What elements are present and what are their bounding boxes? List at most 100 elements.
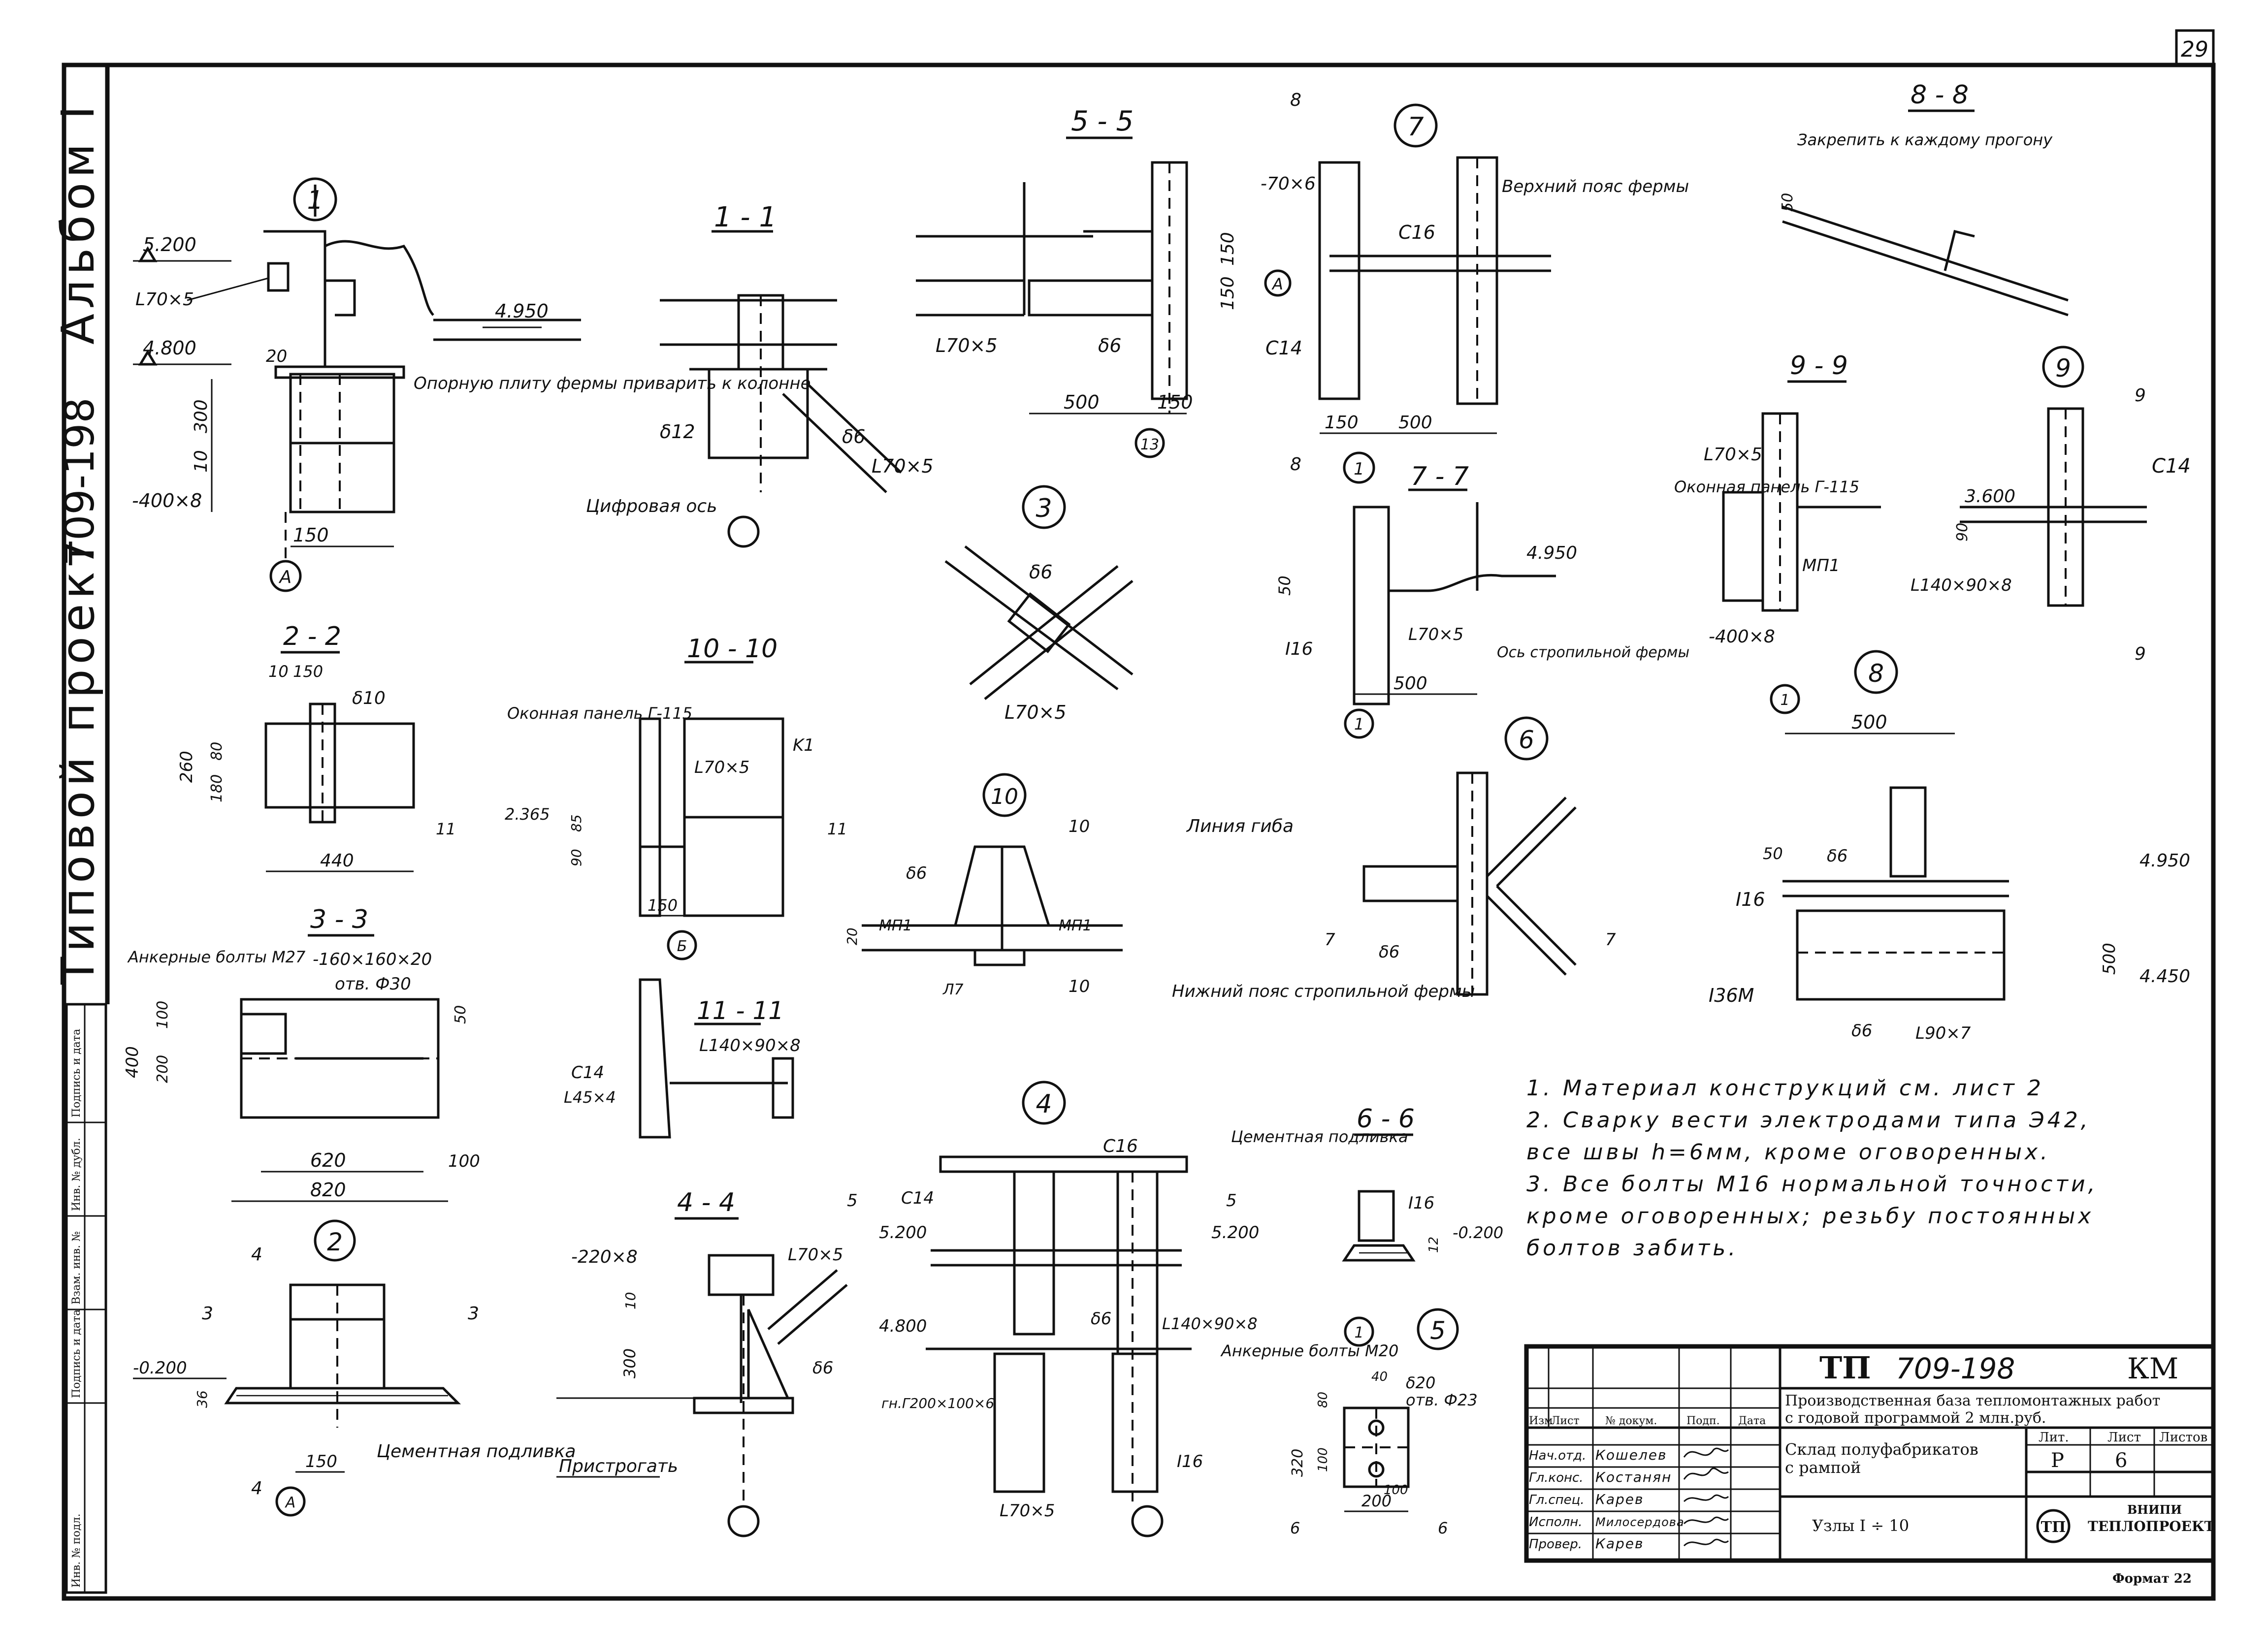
svg-text:δ6: δ6 bbox=[1827, 846, 1847, 866]
svg-text:Милосердова: Милосердова bbox=[1595, 1515, 1685, 1529]
svg-text:-220×8: -220×8 bbox=[571, 1247, 638, 1267]
section-5-5-title: 5 - 5 bbox=[1071, 105, 1134, 137]
note-line-3: все швы h=6мм, кроме оговоренных. bbox=[1526, 1140, 2050, 1165]
svg-text:Лист: Лист bbox=[2107, 1430, 2141, 1445]
svg-text:7: 7 bbox=[1605, 930, 1616, 950]
svg-text:5.200: 5.200 bbox=[879, 1223, 927, 1243]
svg-text:20: 20 bbox=[266, 347, 287, 366]
svg-text:50: 50 bbox=[1779, 193, 1796, 212]
svg-text:150: 150 bbox=[293, 524, 329, 546]
svg-text:δ12: δ12 bbox=[660, 421, 695, 443]
svg-text:4.950: 4.950 bbox=[2139, 851, 2190, 871]
svg-text:Цементная подливка: Цементная подливка bbox=[1231, 1127, 1408, 1146]
svg-text:C16: C16 bbox=[1103, 1136, 1138, 1156]
title-mark: КМ bbox=[2127, 1352, 2178, 1385]
side-project-number: 709-198 bbox=[57, 397, 103, 566]
svg-text:I16: I16 bbox=[1408, 1193, 1434, 1213]
svg-text:Пристрогать: Пристрогать bbox=[559, 1456, 678, 1476]
svg-text:500: 500 bbox=[1064, 391, 1100, 413]
svg-text:Нач.отд.: Нач.отд. bbox=[1529, 1448, 1586, 1463]
svg-text:δ20: δ20 bbox=[1406, 1373, 1435, 1392]
svg-text:I36M: I36M bbox=[1709, 985, 1754, 1006]
stamp-label-3: Инв. № дубл. bbox=[70, 1138, 83, 1211]
svg-text:50: 50 bbox=[1763, 844, 1783, 863]
sheet-format: Формат 22 bbox=[2112, 1571, 2192, 1586]
svg-text:4.950: 4.950 bbox=[1526, 543, 1577, 563]
svg-text:Исполн.: Исполн. bbox=[1529, 1515, 1583, 1530]
svg-text:-0.200: -0.200 bbox=[133, 1358, 187, 1378]
svg-text:13: 13 bbox=[1140, 436, 1159, 453]
svg-text:4.800: 4.800 bbox=[879, 1316, 927, 1336]
sheet-frame bbox=[62, 63, 2216, 1601]
svg-text:L90×7: L90×7 bbox=[1915, 1023, 1971, 1043]
svg-text:Оконная панель Г-115: Оконная панель Г-115 bbox=[1674, 478, 1859, 496]
svg-text:6: 6 bbox=[1438, 1519, 1448, 1537]
svg-text:Цементная подливка: Цементная подливка bbox=[377, 1441, 576, 1462]
title-block: ТП 709-198 КМ Производственная база тепл… bbox=[1524, 1344, 2216, 1563]
svg-text:10: 10 bbox=[991, 784, 1018, 809]
title-sheet: 6 bbox=[2115, 1449, 2127, 1472]
svg-text:3: 3 bbox=[202, 1304, 213, 1324]
svg-text:C14: C14 bbox=[901, 1188, 934, 1208]
svg-text:500: 500 bbox=[2100, 943, 2119, 975]
side-album: Альбом I bbox=[52, 101, 104, 345]
svg-text:δ10: δ10 bbox=[352, 688, 386, 708]
svg-text:гн.Г200×100×6: гн.Г200×100×6 bbox=[881, 1395, 994, 1411]
svg-text:-400×8: -400×8 bbox=[1709, 627, 1775, 647]
svg-text:Лист: Лист bbox=[1551, 1415, 1580, 1427]
svg-text:300: 300 bbox=[620, 1348, 639, 1378]
note-line-2: 2. Сварку вести электродами типа Э42, bbox=[1526, 1108, 2091, 1133]
svg-text:L70×5: L70×5 bbox=[1704, 445, 1762, 465]
svg-text:260: 260 bbox=[177, 751, 196, 783]
svg-text:150: 150 bbox=[1325, 413, 1359, 433]
svg-text:4.450: 4.450 bbox=[2139, 966, 2190, 987]
svg-text:6 - 6: 6 - 6 bbox=[1357, 1104, 1415, 1134]
svg-text:C16: C16 bbox=[1398, 222, 1435, 243]
svg-text:1: 1 bbox=[1780, 692, 1789, 709]
svg-text:Дата: Дата bbox=[1738, 1415, 1766, 1427]
svg-text:L70×5: L70×5 bbox=[936, 335, 998, 356]
org-name-2: ТЕПЛОПРОЕКТ bbox=[2088, 1518, 2214, 1534]
svg-text:Лит.: Лит. bbox=[2039, 1430, 2069, 1445]
svg-text:3 - 3: 3 - 3 bbox=[310, 905, 368, 934]
title-code-prefix: ТП bbox=[1819, 1350, 1871, 1386]
svg-text:A: A bbox=[279, 567, 292, 587]
svg-text:100: 100 bbox=[1316, 1447, 1330, 1472]
svg-text:8 - 8: 8 - 8 bbox=[1911, 80, 1969, 110]
section-7-7: 7 - 7 4.950 I16 L70×5 500 Ось стропильно… bbox=[1275, 462, 1689, 739]
title-object-line2: с годовой программой 2 млн.руб. bbox=[1785, 1409, 2046, 1427]
node-9-detail: 9 3.600 C14 L140×90×8 90 9 9 bbox=[1911, 346, 2191, 664]
svg-text:11 - 11: 11 - 11 bbox=[697, 996, 784, 1025]
svg-text:150: 150 bbox=[293, 662, 323, 681]
section-6-6: 6 - 6 Цементная подливка I16 -0.200 12 1 bbox=[1231, 1104, 1503, 1347]
svg-text:1: 1 bbox=[1354, 715, 1364, 734]
svg-text:10: 10 bbox=[1069, 817, 1090, 836]
svg-text:4.950: 4.950 bbox=[495, 300, 549, 322]
svg-text:Цифровая ось: Цифровая ось bbox=[586, 496, 717, 516]
svg-text:3: 3 bbox=[1036, 494, 1052, 523]
svg-text:12: 12 bbox=[1426, 1237, 1441, 1253]
svg-text:4.800: 4.800 bbox=[143, 337, 196, 359]
svg-text:200: 200 bbox=[154, 1055, 171, 1083]
section-11-11: 11 - 11 L140×90×8 C14 L45×4 bbox=[564, 978, 801, 1139]
side-project-title: Типовой проект bbox=[52, 535, 104, 985]
svg-text:МП1: МП1 bbox=[879, 917, 912, 934]
svg-text:1: 1 bbox=[1354, 459, 1364, 479]
note-line-4: 3. Все болты М16 нормальной точности, bbox=[1526, 1172, 2098, 1197]
node-10-detail: 10 δ6 МП1 МП1 Л7 10 10 20 bbox=[844, 773, 1123, 998]
node-3-detail: 3 δ6 L70×5 bbox=[944, 485, 1134, 723]
svg-text:4: 4 bbox=[251, 1478, 262, 1499]
svg-text:8: 8 bbox=[1290, 90, 1301, 110]
svg-text:20: 20 bbox=[844, 927, 860, 945]
svg-text:2: 2 bbox=[327, 1228, 343, 1256]
section-9-9: 9 - 9 L70×5 Оконная панель Г-115 МП1 -40… bbox=[1674, 351, 1881, 647]
stamp-label-2: Взам. инв. № bbox=[70, 1231, 83, 1305]
svg-text:300: 300 bbox=[191, 399, 211, 433]
svg-text:I16: I16 bbox=[1285, 639, 1313, 659]
svg-text:δ6: δ6 bbox=[906, 863, 927, 883]
svg-text:δ6: δ6 bbox=[1379, 942, 1399, 962]
svg-text:4 - 4: 4 - 4 bbox=[677, 1188, 735, 1217]
svg-text:Л7: Л7 bbox=[942, 981, 964, 998]
svg-text:10: 10 bbox=[268, 662, 289, 681]
svg-text:C14: C14 bbox=[2152, 455, 2191, 478]
